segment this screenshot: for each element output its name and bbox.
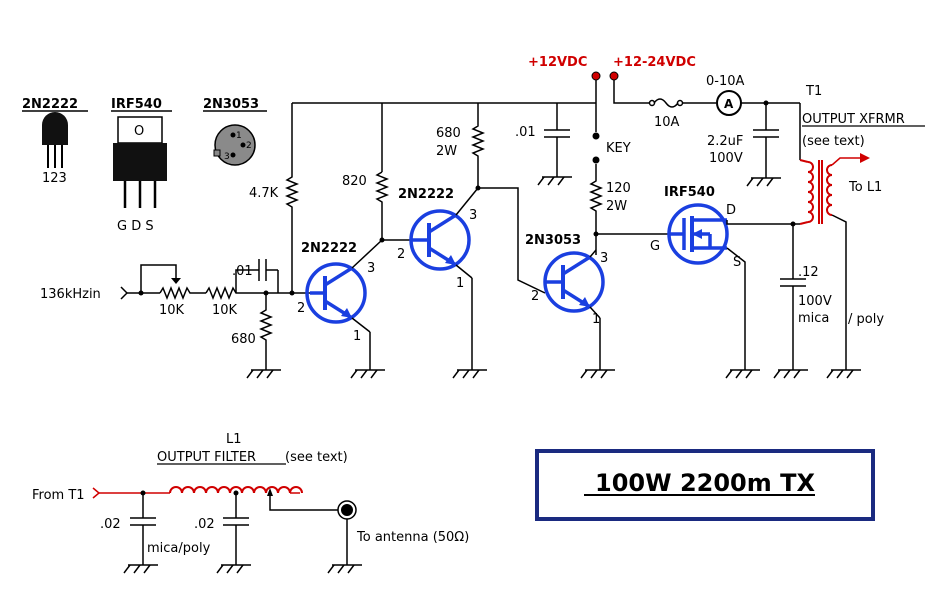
capacitor-01-top: .01 <box>515 125 573 186</box>
package-irf540-label: IRF540 <box>111 97 162 112</box>
q3-pin-base: 2 <box>531 289 539 304</box>
output-filter: L1 OUTPUT FILTER (see text) From T1 To a… <box>32 432 469 574</box>
mosfet-q4-label: IRF540 <box>664 185 715 200</box>
t1-name: OUTPUT XFRMR <box>802 112 905 127</box>
to220-body-icon <box>113 143 167 181</box>
q2-pin-collector: 3 <box>469 208 477 223</box>
resistor-680-2w-value: 680 <box>436 126 461 141</box>
t1-label: T1 <box>805 84 822 99</box>
resistor-680-2w: 680 2W <box>436 123 486 188</box>
package-2n3053-pin2: 2 <box>246 141 252 151</box>
package-irf540: IRF540 O G D S <box>111 97 172 234</box>
rail-12vdc-terminal <box>591 71 601 81</box>
capacitor-012-value: .12 <box>798 265 819 280</box>
key-switch: KEY <box>592 103 631 178</box>
q1-pin-emitter: 1 <box>353 329 361 344</box>
capacitor-012-poly: / poly <box>848 312 884 327</box>
pot-10k-label: 10K <box>159 303 185 318</box>
package-2n3053-pin3: 3 <box>224 152 230 162</box>
transistor-q3: 2N3053 2 3 1 <box>525 233 616 379</box>
package-2n2222-label: 2N2222 <box>22 97 78 112</box>
mosfet-source-label: S <box>733 255 741 270</box>
diagram-title: 100W 2200m TX <box>595 469 815 497</box>
to220-tab-icon <box>117 116 163 144</box>
input-label: 136kHzin <box>40 287 101 302</box>
package-2n2222-pins: 123 <box>42 171 67 186</box>
package-2n3053-pin1: 1 <box>236 131 242 141</box>
rail-12vdc-label: +12VDC <box>528 55 587 70</box>
transistor-q3-label: 2N3053 <box>525 233 581 248</box>
resistor-820-label: 820 <box>342 174 367 189</box>
mosfet-drain-label: D <box>726 203 736 218</box>
t1-primary-coil <box>807 161 814 223</box>
ammeter-range-label: 0-10A <box>706 74 745 89</box>
package-irf540-tab: O <box>134 124 144 139</box>
to39-body-icon <box>214 124 256 166</box>
q1-pin-base: 2 <box>297 301 305 316</box>
fuse-icon <box>653 98 679 108</box>
mosfet-gate-label: G <box>650 239 660 254</box>
transistor-q1-label: 2N2222 <box>301 241 357 256</box>
t1-note: (see text) <box>802 134 865 149</box>
resistor-4k7-label: 4.7K <box>249 186 279 201</box>
rail-12-24vdc-label: +12-24VDC <box>613 55 696 70</box>
capacitor-22uf-voltage: 100V <box>709 151 743 166</box>
resistor-10k-label: 10K <box>212 303 238 318</box>
filter-note: (see text) <box>285 450 348 465</box>
package-2n2222: 2N2222 123 <box>22 97 88 186</box>
fuse-label: 10A <box>654 115 680 130</box>
l1-coil <box>169 486 303 494</box>
rail-12-24vdc-terminal <box>609 71 619 81</box>
transistor-q2-label: 2N2222 <box>398 187 454 202</box>
package-irf540-pins: G D S <box>117 219 154 234</box>
resistor-120-value: 120 <box>606 181 631 196</box>
t1-secondary-coil <box>826 164 833 216</box>
capacitor-22uf-value: 2.2uF <box>707 134 743 149</box>
supply-12-24v: 10A A 0-10A 2.2uF 100V <box>613 74 801 187</box>
package-2n3053: 2N3053 1 2 3 <box>203 97 267 166</box>
resistor-680-label: 680 <box>231 332 256 347</box>
resistor-820: 820 <box>342 171 390 240</box>
input-network: 136kHzin 10K 10K .01 680 <box>40 259 295 379</box>
from-t1-label: From T1 <box>32 488 85 503</box>
resistor-680-2w-watt: 2W <box>436 144 457 159</box>
q2-pin-base: 2 <box>397 247 405 262</box>
wire-top-bus <box>291 80 597 172</box>
capacitor-01-top-label: .01 <box>515 125 536 140</box>
resistor-4k7: 4.7K <box>249 172 300 293</box>
q1-pin-collector: 3 <box>367 261 375 276</box>
filter-name: OUTPUT FILTER <box>157 450 256 465</box>
to-l1-label: To L1 <box>848 180 882 195</box>
filter-cap-type: mica/poly <box>147 541 211 556</box>
transistor-q1: 2N2222 2 3 1 <box>292 237 386 379</box>
to92-body-icon <box>42 112 68 145</box>
capacitor-01-input-label: .01 <box>232 264 253 279</box>
to-antenna-label: To antenna (50Ω) <box>356 530 469 545</box>
filter-cap1-label: .02 <box>100 517 121 532</box>
resistor-120-2w: 120 2W <box>588 178 631 255</box>
resistor-120-watt: 2W <box>606 199 627 214</box>
capacitor-012: .12 100V mica / poly <box>773 221 884 379</box>
capacitor-012-type: mica <box>798 311 829 326</box>
transformer-t1: T1 OUTPUT XFRMR (see text) To L1 <box>793 84 925 379</box>
title-box: 100W 2200m TX <box>535 449 875 521</box>
q3-pin-emitter: 1 <box>592 312 600 327</box>
q2-pin-emitter: 1 <box>456 276 464 291</box>
transistor-q2: 2N2222 2 3 1 <box>382 185 488 379</box>
wire-q2-to-q3 <box>478 187 546 294</box>
l1-label: L1 <box>226 432 242 447</box>
ammeter-symbol: A <box>724 97 734 111</box>
q3-pin-collector: 3 <box>600 251 608 266</box>
filter-cap2-label: .02 <box>194 517 215 532</box>
mosfet-q4: IRF540 G D S <box>650 185 793 379</box>
package-2n3053-label: 2N3053 <box>203 97 259 112</box>
capacitor-012-voltage: 100V <box>798 294 832 309</box>
key-label: KEY <box>606 141 631 156</box>
